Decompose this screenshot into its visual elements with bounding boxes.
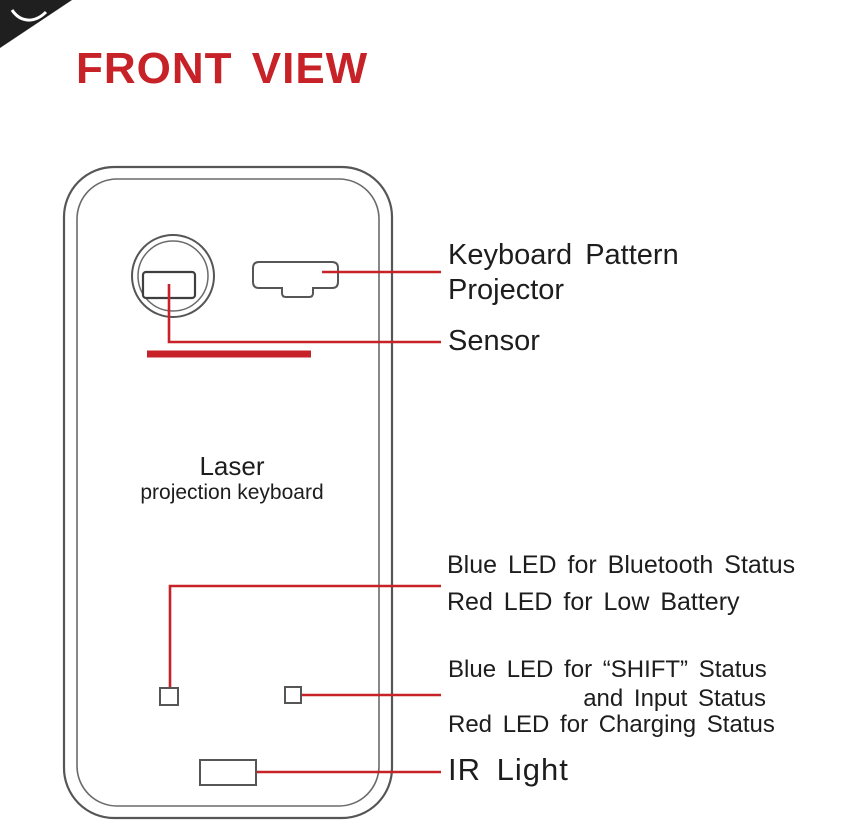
corner-watermark (0, 0, 72, 48)
device-outline (62, 165, 394, 820)
led-square-left (159, 687, 179, 706)
label-led-bottom-line1: Blue LED for “SHIFT” Status (448, 656, 767, 683)
label-projector-line2: Projector (448, 274, 565, 306)
callout-line-led-top (168, 584, 441, 688)
label-led-bottom-line2: and Input Status (583, 685, 766, 712)
label-sensor: Sensor (448, 325, 540, 357)
callout-line-sensor (167, 284, 441, 344)
label-ir-light: IR Light (448, 752, 569, 787)
label-led-top-line2: Red LED for Low Battery (447, 588, 740, 616)
label-projector-line1: Keyboard Pattern (448, 239, 679, 271)
sensor-ring-inner-icon (137, 240, 209, 312)
device-label: Laser projection keyboard (92, 451, 372, 505)
corner-watermark-mark (10, 9, 48, 22)
label-led-top-line1: Blue LED for Bluetooth Status (447, 551, 796, 579)
ir-light-window (199, 759, 257, 786)
device-label-line1: Laser (199, 451, 265, 481)
label-led-bottom-line3: Red LED for Charging Status (448, 711, 775, 738)
device-label-line2: projection keyboard (140, 481, 324, 504)
label-projector: Keyboard Pattern Projector (448, 238, 679, 308)
page-title: FRONT VIEW (76, 44, 369, 93)
led-square-right (284, 686, 302, 704)
sensor-ring-outer-icon (131, 234, 215, 318)
device-inner-outline (76, 178, 380, 807)
